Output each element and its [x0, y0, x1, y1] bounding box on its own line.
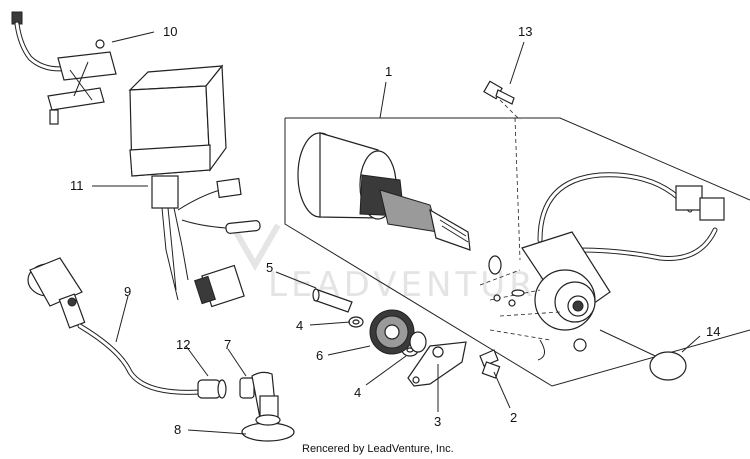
part-washer-upper	[348, 316, 364, 328]
part-gear	[369, 309, 427, 355]
part-pin	[312, 288, 353, 313]
part-bolt	[479, 349, 501, 379]
part-starter-motor	[297, 132, 502, 275]
callout-4-upper: 4	[296, 318, 303, 333]
watermark-text: LEADVENTURE	[268, 265, 562, 305]
part-starter-frame	[284, 117, 750, 387]
part-screws	[483, 80, 525, 307]
callout-5: 5	[266, 260, 273, 275]
leader-lines	[92, 31, 701, 435]
part-cap-and-boot	[197, 371, 295, 442]
callout-14: 14	[706, 324, 720, 339]
callout-11: 11	[70, 178, 84, 193]
part-o-ring	[649, 351, 687, 381]
callout-2: 2	[510, 410, 517, 425]
credit-text: Rencered by LeadVenture, Inc.	[302, 443, 454, 455]
callout-3: 3	[434, 414, 441, 429]
callout-1: 1	[385, 64, 392, 79]
part-starter-housing	[521, 172, 725, 361]
callout-4-lower: 4	[354, 385, 361, 400]
callout-6: 6	[316, 348, 323, 363]
part-plate	[407, 341, 467, 387]
callout-7: 7	[224, 337, 231, 352]
callout-13: 13	[518, 24, 532, 39]
callout-9: 9	[124, 284, 131, 299]
callout-labels: 10 11 1 13 5 4 6 4 3 2 14 9 12 7 8	[70, 24, 720, 437]
callout-8: 8	[174, 422, 181, 437]
part-harness-clip	[11, 11, 117, 125]
callout-12: 12	[176, 337, 190, 352]
part-cdi-unit	[128, 64, 261, 308]
callout-10: 10	[163, 24, 177, 39]
part-ignition-coil	[27, 257, 203, 395]
